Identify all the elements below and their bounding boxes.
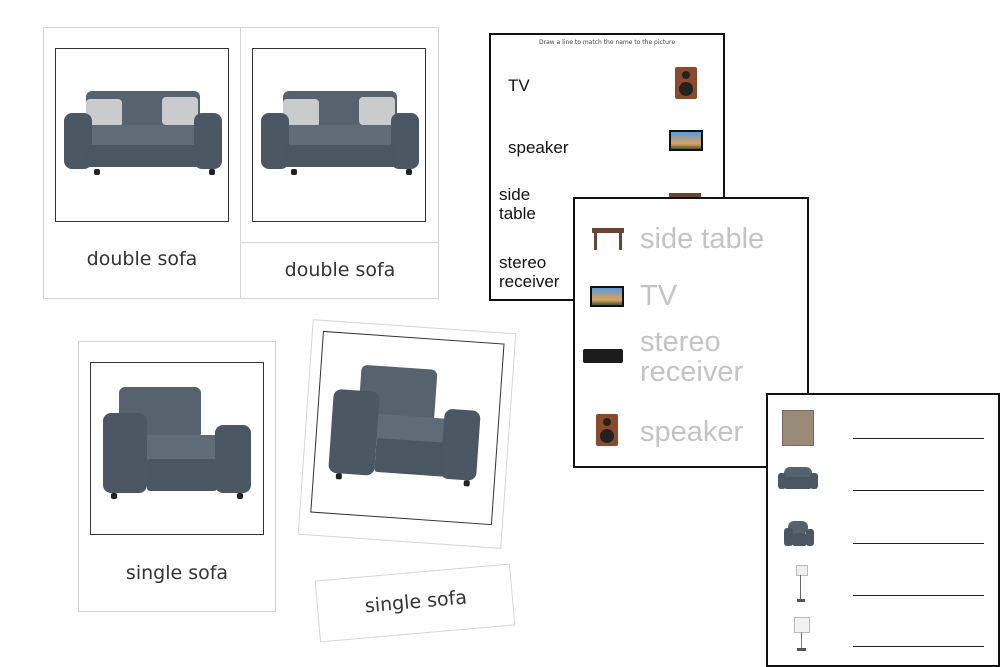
single-sofa-picture-card[interactable] (297, 319, 517, 549)
trace-word-stereo-receiver: stereo receiver (640, 326, 744, 388)
single-sofa-label: single sofa (364, 586, 468, 618)
trace-word-speaker: speaker (640, 416, 744, 448)
worksheet-instruction: Draw a line to match the name to the pic… (538, 39, 676, 46)
single-sofa-card: single sofa (78, 341, 276, 612)
double-sofa-caption: double sofa (86, 248, 198, 270)
double-sofa-image (64, 91, 222, 181)
stereo-receiver-icon (583, 349, 623, 363)
writing-line[interactable] (853, 595, 984, 596)
card-divider (241, 242, 439, 243)
single-sofa-picture-frame (310, 330, 505, 526)
tv-unit-icon (782, 410, 814, 446)
writing-worksheet (766, 393, 1000, 667)
double-sofa-picture-frame-control (252, 48, 426, 222)
side-table-icon (592, 228, 624, 250)
trace-word-side-table: side table (640, 223, 765, 255)
match-word-stereo-receiver: stereo receiver (499, 253, 560, 291)
match-word-side-table: side table (499, 185, 536, 223)
speaker-icon (675, 67, 697, 99)
table-lamp-icon (794, 617, 810, 653)
trace-word-tv: TV (640, 280, 678, 312)
single-sofa-image (328, 363, 486, 491)
double-sofa-icon (778, 467, 818, 491)
single-sofa-icon (784, 521, 814, 547)
single-sofa-caption: single sofa (125, 562, 229, 584)
tv-icon (669, 130, 703, 151)
single-sofa-image (103, 387, 251, 501)
tv-icon (590, 286, 624, 307)
card-divider (240, 28, 241, 298)
match-word-tv: TV (508, 76, 530, 95)
double-sofa-label: double sofa (284, 259, 396, 281)
match-word-speaker: speaker (508, 138, 569, 157)
single-sofa-label-card[interactable]: single sofa (314, 563, 516, 643)
writing-line[interactable] (853, 646, 984, 647)
single-sofa-picture-frame (90, 362, 264, 535)
writing-line[interactable] (853, 438, 984, 439)
double-sofa-card-set: double sofa double sofa (43, 27, 439, 299)
speaker-icon (596, 414, 618, 446)
writing-line[interactable] (853, 543, 984, 544)
double-sofa-picture-frame (55, 48, 229, 222)
floor-lamp-icon (794, 565, 808, 603)
double-sofa-image (261, 91, 419, 181)
writing-line[interactable] (853, 490, 984, 491)
